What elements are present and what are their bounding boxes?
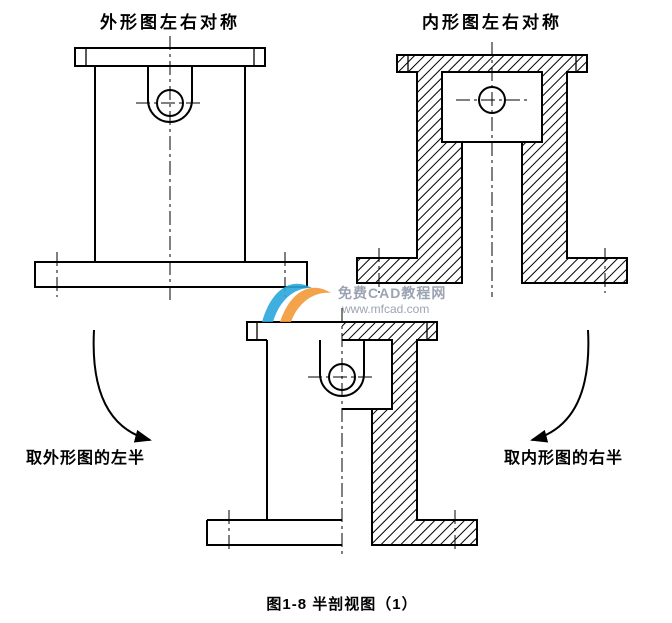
title-internal-view: 内形图左右对称	[422, 13, 562, 32]
section-cut-material	[356, 54, 628, 284]
watermark-swoosh-blue-icon	[262, 283, 312, 322]
figure-caption: 图1-8 半剖视图（1）	[266, 596, 418, 613]
left-derivation-arrow	[92, 329, 152, 443]
section-centerlines	[378, 42, 606, 297]
half-section-cut-half	[342, 321, 478, 546]
half-section-view-drawing	[206, 308, 478, 558]
right-derivation-arrow	[530, 329, 590, 443]
derivation-arrows	[92, 329, 590, 443]
title-external-view: 外形图左右对称	[100, 13, 240, 32]
watermark-site-name: 免费CAD教程网	[338, 285, 447, 301]
watermark-site-url: www.mfcad.com	[342, 302, 430, 316]
half-section-cut-material	[342, 322, 477, 545]
note-take-right-half: 取内形图的右半	[504, 450, 624, 467]
watermark-swoosh-orange-icon	[280, 287, 331, 322]
external-centerlines	[56, 36, 286, 300]
watermark-logo	[262, 283, 331, 322]
half-section-centerlines	[228, 308, 456, 558]
half-section-external-half	[206, 321, 365, 546]
external-bottom-flange	[34, 261, 308, 288]
full-section-view-drawing	[356, 42, 628, 297]
external-view-drawing	[34, 36, 308, 300]
note-take-left-half: 取外形图的左半	[26, 450, 146, 467]
